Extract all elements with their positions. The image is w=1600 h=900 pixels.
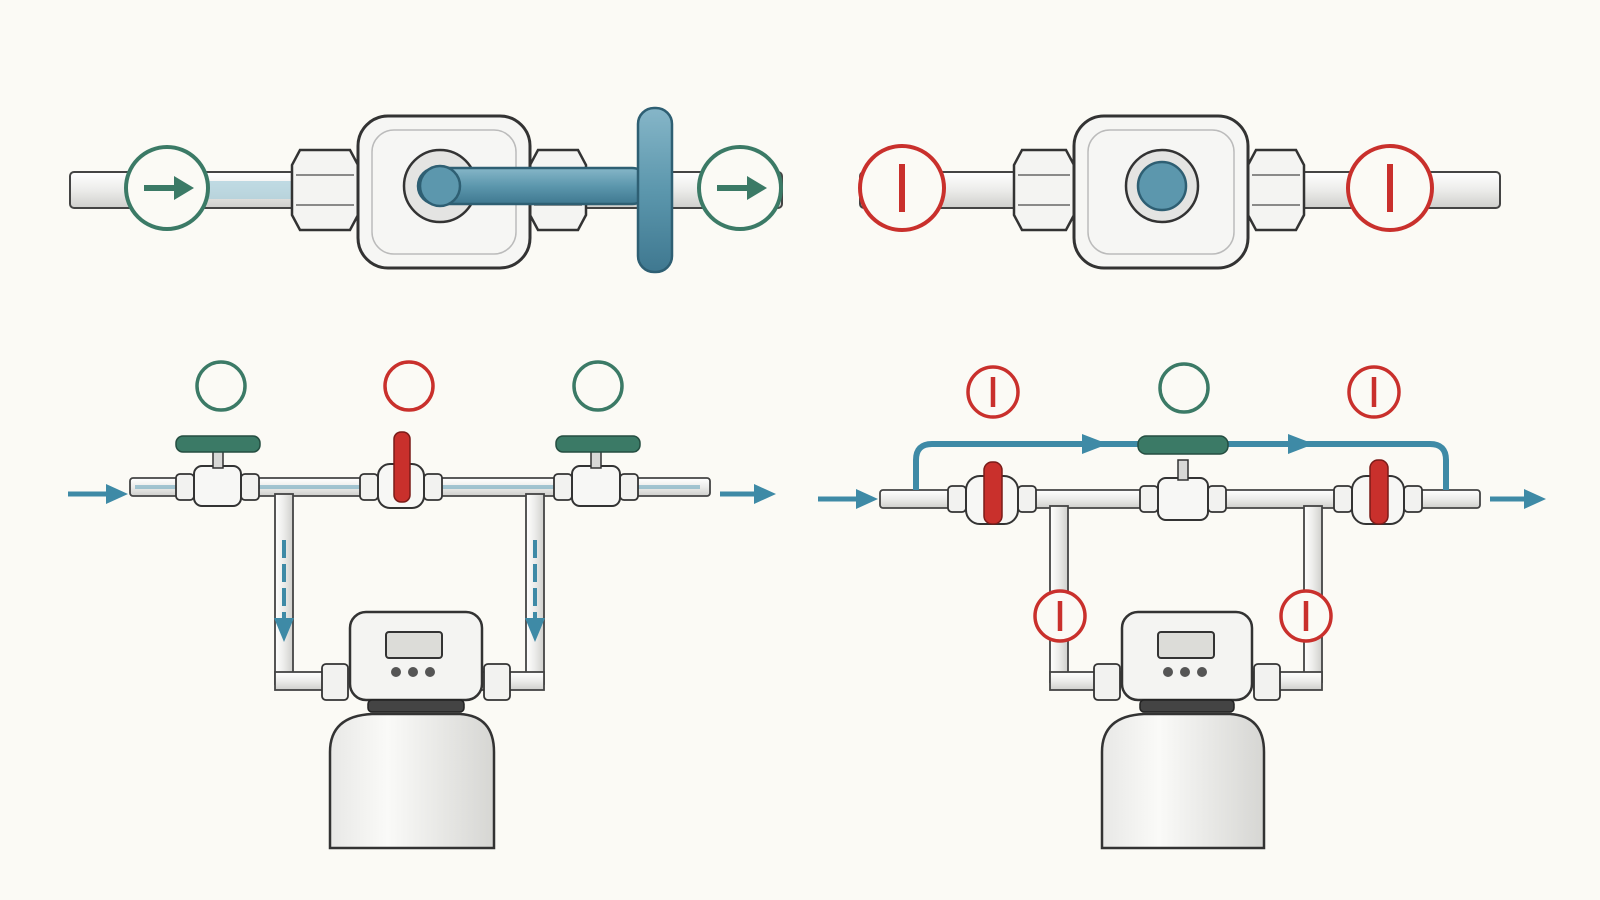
flow-arrow-in [68,484,128,504]
hex-nut-left [1012,148,1076,232]
flow-arrow-out [1490,489,1546,509]
valve-handle-open[interactable] [175,435,261,453]
control-button[interactable] [1180,667,1190,677]
panel-valve-closed [858,114,1501,270]
display-screen [385,631,443,659]
control-button[interactable] [1197,667,1207,677]
softener-control-head [1093,610,1281,713]
control-button[interactable] [408,667,418,677]
flow-arrow-down [274,618,294,642]
flow-arrow-out [720,484,776,504]
panel-service-mode [68,360,776,850]
panel-bypass-mode [818,362,1546,850]
valve-handle-closed[interactable] [1136,160,1188,212]
flow-arrow-in [818,489,878,509]
closed-bar-circle-icon [1347,365,1401,419]
valve-handle-closed[interactable] [1369,459,1389,525]
open-state-icon [572,360,624,412]
open-state-icon [195,360,247,412]
flow-arrow-right [1082,434,1108,454]
valve-handle-open[interactable] [555,435,641,453]
open-state-icon [1158,362,1210,414]
water-flow [180,181,310,199]
softener-tank [328,712,496,850]
valve-handle-closed[interactable] [983,461,1003,525]
bypass-valve-inlet[interactable] [175,435,261,507]
closed-bar-circle-icon [858,144,946,232]
bypass-valve-outlet[interactable] [553,435,641,507]
flow-arrow-down [525,618,545,642]
hex-nut-right [1246,148,1306,232]
display-screen [1157,631,1215,659]
valve-handle-open[interactable] [1137,435,1229,455]
closed-bar-circle-icon [1033,589,1087,643]
bypass-valve-main[interactable] [1137,435,1229,521]
softener-tank [1100,712,1266,850]
closed-bar-circle-icon [966,365,1020,419]
valve-handle-closed[interactable] [393,431,411,503]
bypass-valve-inlet[interactable] [947,461,1037,525]
bypass-valve-main[interactable] [359,431,443,509]
closed-state-icon [383,360,435,412]
control-button[interactable] [1163,667,1173,677]
panel-valve-open [69,106,783,274]
softener-control-head [321,610,511,713]
closed-bar-circle-icon [1279,589,1333,643]
control-button[interactable] [425,667,435,677]
valve-handle-open[interactable] [416,106,674,274]
flow-arrow-right [1288,434,1314,454]
closed-bar-circle-icon [1346,144,1434,232]
control-button[interactable] [391,667,401,677]
arrow-right-circle-icon [124,145,210,231]
hex-nut-left [290,148,360,232]
arrow-right-circle-icon [697,145,783,231]
bypass-valve-outlet[interactable] [1333,459,1423,525]
